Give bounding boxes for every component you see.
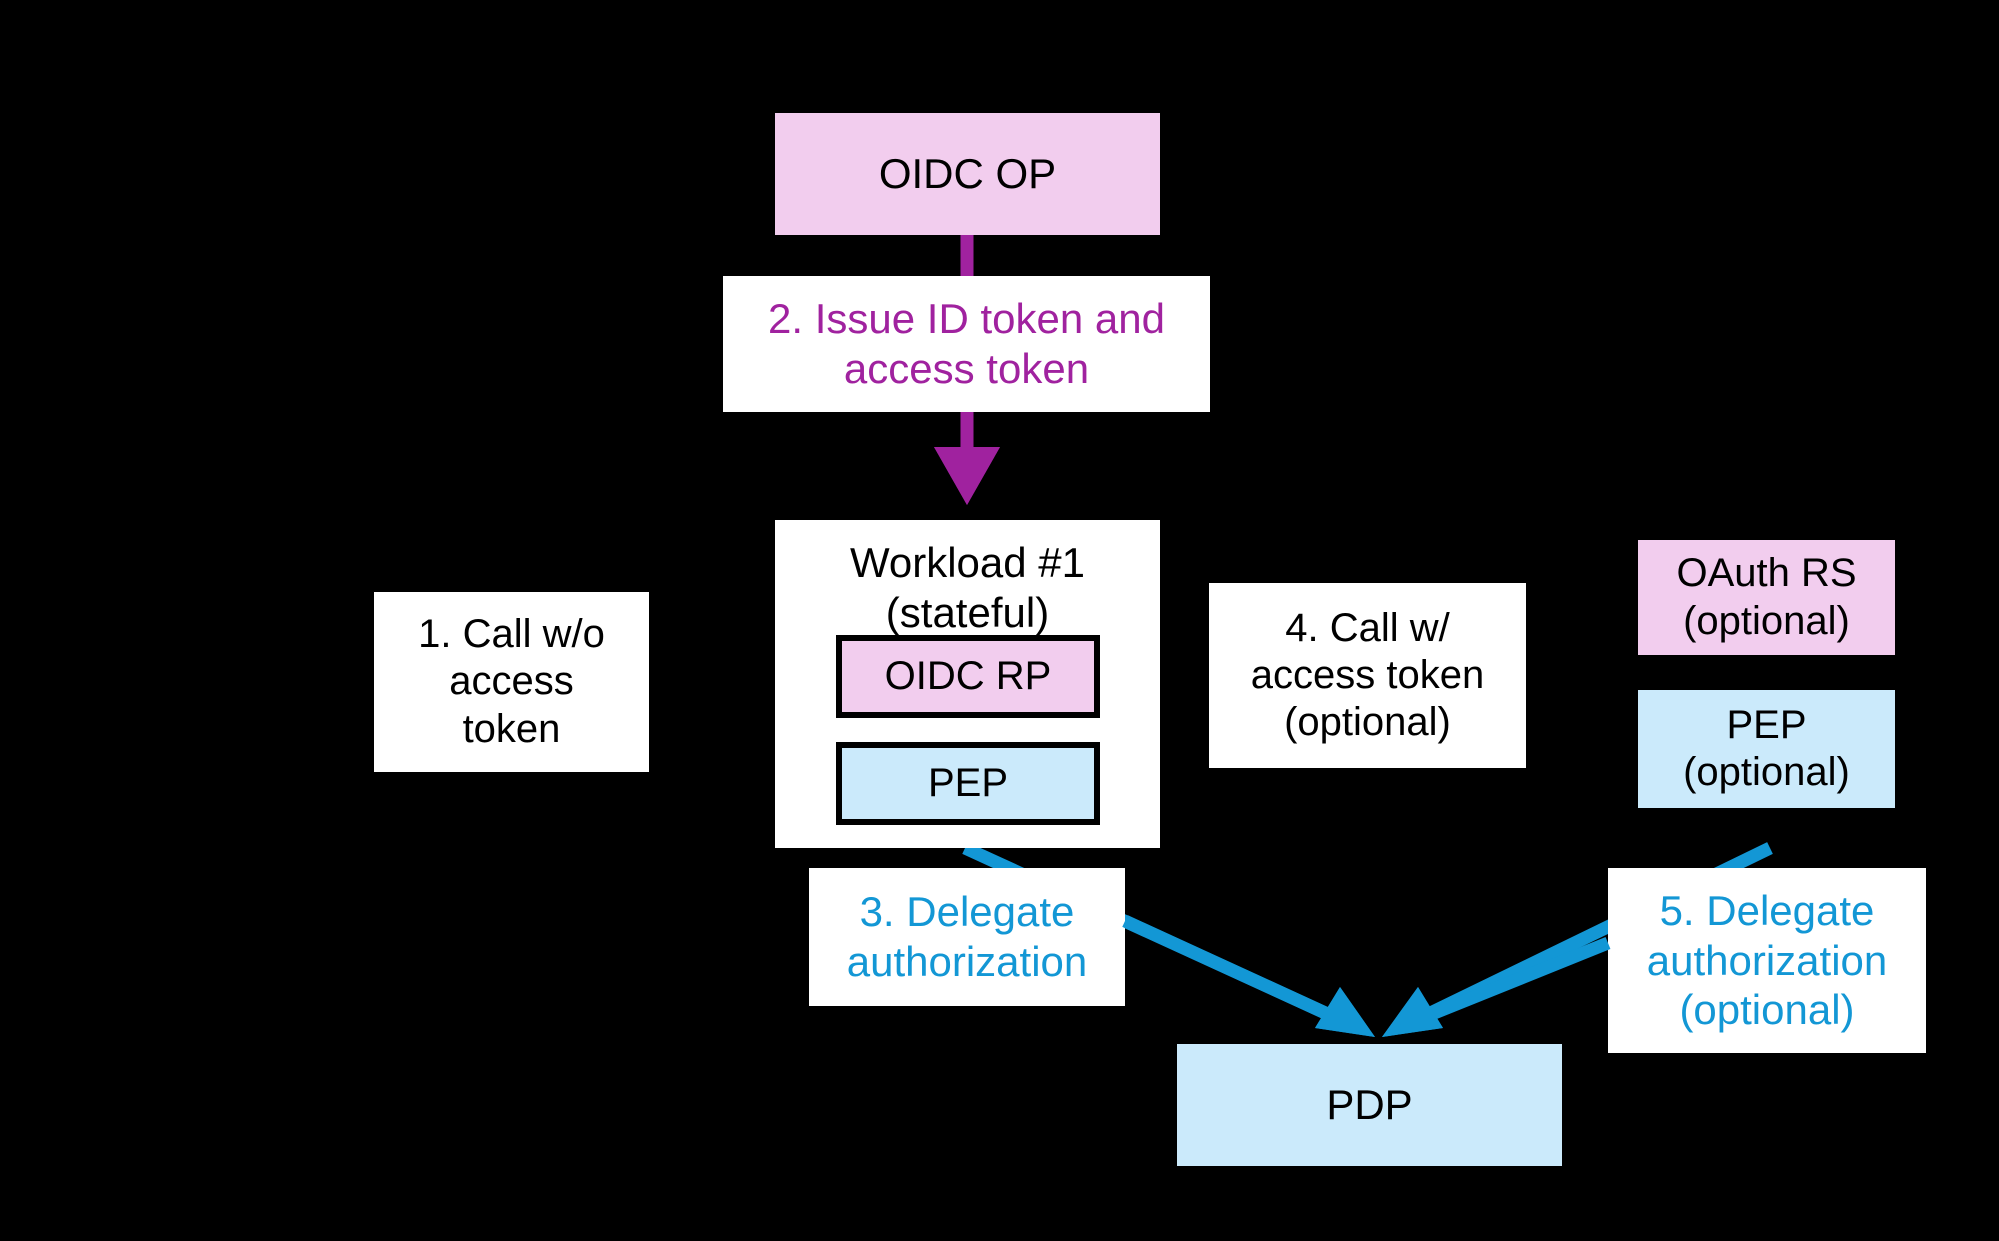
callout-step-2: 2. Issue ID token and access token	[723, 276, 1210, 412]
callout-step-2-label: 2. Issue ID token and access token	[768, 295, 1165, 392]
callout-step-4-label: 4. Call w/ access token (optional)	[1250, 605, 1485, 745]
node-pdp-label: PDP	[1326, 1081, 1413, 1129]
node-oauth-rs[interactable]: OAuth RS (optional)	[1638, 540, 1895, 655]
callout-step-3: 3. Delegate authorization	[809, 868, 1125, 1006]
node-pep-optional[interactable]: PEP (optional)	[1638, 690, 1895, 808]
callout-step-4: 4. Call w/ access token (optional)	[1209, 583, 1526, 768]
node-oidc-rp[interactable]: OIDC RP	[836, 635, 1100, 718]
node-oidc-op[interactable]: OIDC OP	[775, 113, 1160, 235]
node-workload-label: Workload #1 (stateful)	[849, 539, 1086, 637]
arrowhead-pep-optional-to-pdp	[1382, 936, 1611, 1037]
arrowhead-pep-to-pdp	[1122, 915, 1375, 1037]
callout-step-1: 1. Call w/o access token	[374, 592, 649, 772]
node-oauth-rs-label: OAuth RS (optional)	[1676, 551, 1857, 643]
node-pep-label: PEP	[927, 760, 1009, 805]
node-pdp[interactable]: PDP	[1177, 1044, 1562, 1166]
arrowhead-op-to-workload	[934, 412, 1000, 505]
node-pep[interactable]: PEP	[836, 742, 1100, 825]
callout-step-3-label: 3. Delegate authorization	[846, 888, 1088, 985]
callout-step-5-label: 5. Delegate authorization (optional)	[1646, 887, 1888, 1034]
callout-step-5: 5. Delegate authorization (optional)	[1608, 868, 1926, 1053]
callout-step-1-label: 1. Call w/o access token	[418, 612, 605, 751]
node-oidc-op-label: OIDC OP	[878, 150, 1057, 198]
node-pep-optional-label: PEP (optional)	[1683, 702, 1850, 794]
node-oidc-rp-label: OIDC RP	[884, 653, 1052, 698]
